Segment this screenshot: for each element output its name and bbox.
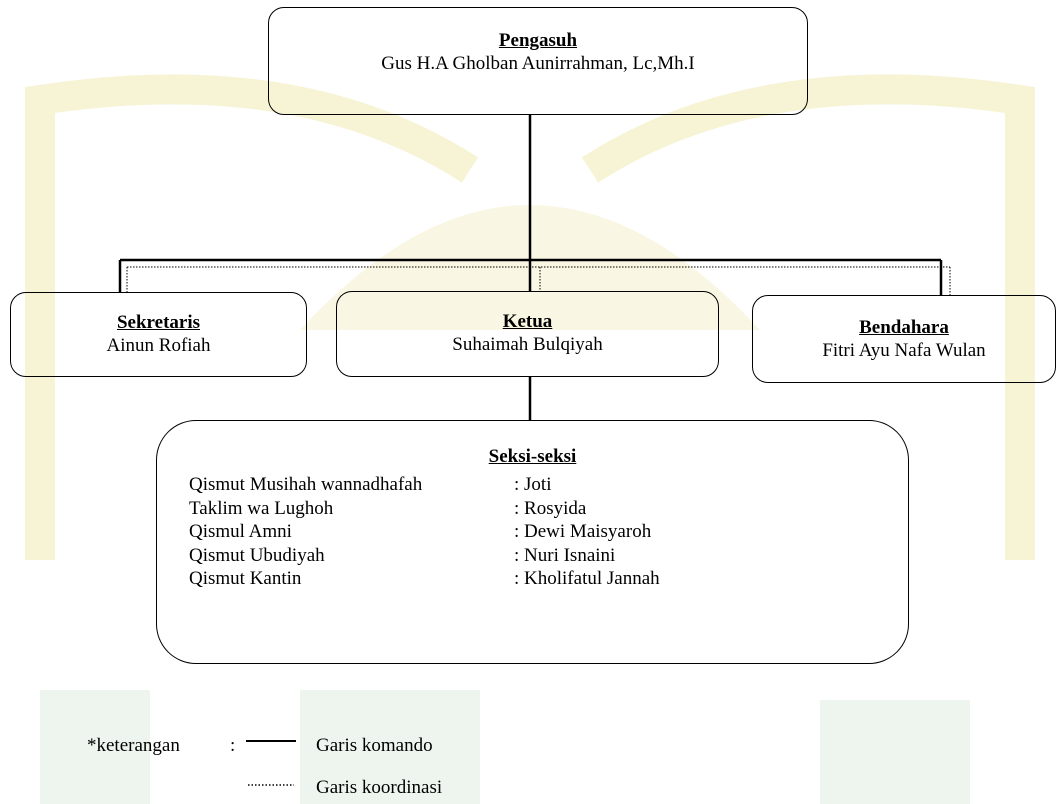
seksi-title: Seksi-seksi xyxy=(488,446,577,467)
ketua-name: Suhaimah Bulqiyah xyxy=(452,334,603,355)
bendahara-box: Bendahara Fitri Ayu Nafa Wulan xyxy=(752,295,1056,383)
sekretaris-name: Ainun Rofiah xyxy=(106,335,211,356)
pengasuh-box: Pengasuh Gus H.A Gholban Aunirrahman, Lc… xyxy=(268,7,808,115)
ketua-box: Ketua Suhaimah Bulqiyah xyxy=(336,291,719,377)
sekretaris-box: Sekretaris Ainun Rofiah xyxy=(10,292,307,377)
bendahara-name: Fitri Ayu Nafa Wulan xyxy=(822,340,986,361)
seksi-name: Qismut Kantin xyxy=(189,568,302,589)
seksi-person: : Joti xyxy=(514,474,552,495)
seksi-name: Qismul Amni xyxy=(189,521,292,542)
legend-prefix: *keterangan xyxy=(87,735,180,756)
sekretaris-title: Sekretaris xyxy=(116,312,201,333)
legend-solid-label: Garis komando xyxy=(316,735,433,756)
legend-dotted-line xyxy=(248,784,294,786)
seksi-person: : Dewi Maisyaroh xyxy=(514,521,652,542)
watermark-arch-right xyxy=(581,74,1035,560)
seksi-row: Qismut Kantin : Kholifatul Jannah xyxy=(189,567,660,591)
legend-colon: : xyxy=(230,735,236,756)
pengasuh-name: Gus H.A Gholban Aunirrahman, Lc,Mh.I xyxy=(381,53,695,74)
seksi-row: Qismut Musihah wannadhafah : Joti xyxy=(189,473,660,497)
watermark-block-left xyxy=(40,690,150,804)
watermark-block-right xyxy=(820,700,970,804)
seksi-row: Qismut Ubudiyah : Nuri Isnaini xyxy=(189,544,660,568)
watermark-arch-left xyxy=(25,74,479,560)
seksi-person: : Rosyida xyxy=(514,497,587,519)
seksi-person: : Kholifatul Jannah xyxy=(514,568,660,589)
bendahara-title: Bendahara xyxy=(859,317,949,338)
ketua-title: Ketua xyxy=(502,311,553,332)
seksi-row: Qismul Amni : Dewi Maisyaroh xyxy=(189,520,660,544)
pengasuh-title: Pengasuh xyxy=(498,30,578,51)
seksi-box: Seksi-seksi Qismut Musihah wannadhafah :… xyxy=(156,420,909,664)
seksi-name: Qismut Musihah wannadhafah xyxy=(189,474,423,495)
legend-dotted-label: Garis koordinasi xyxy=(316,777,443,798)
legend-solid-line xyxy=(246,740,296,742)
seksi-person: : Nuri Isnaini xyxy=(514,544,616,566)
seksi-list: Qismut Musihah wannadhafah : Joti Taklim… xyxy=(189,473,660,591)
seksi-name: Taklim wa Lughoh xyxy=(189,497,334,519)
seksi-row: Taklim wa Lughoh : Rosyida xyxy=(189,497,660,521)
seksi-name: Qismut Ubudiyah xyxy=(189,544,325,566)
watermark-block-mid xyxy=(300,690,480,804)
